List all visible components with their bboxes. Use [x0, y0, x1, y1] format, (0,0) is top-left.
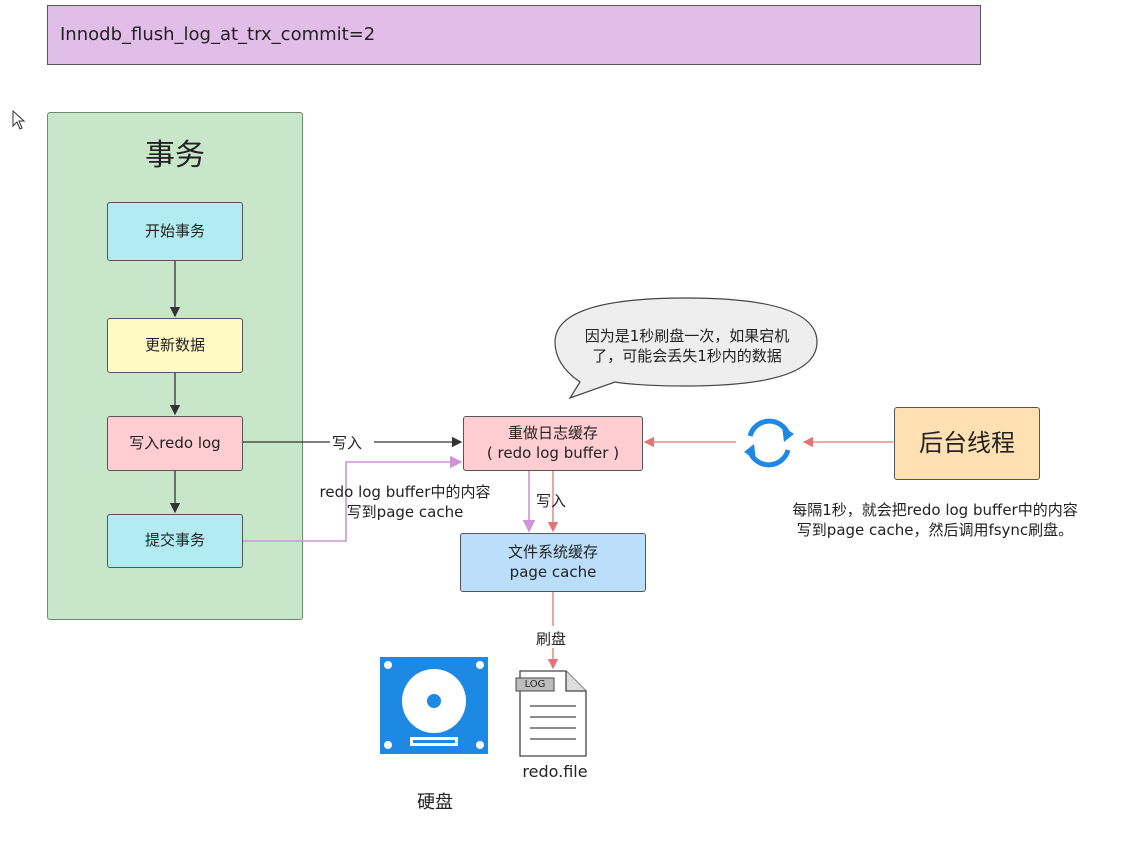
hard-disk-icon	[380, 657, 488, 754]
redo-buffer-line2: ( redo log buffer )	[486, 443, 620, 462]
redo-file-label: redo.file	[522, 762, 588, 781]
redo-buffer-line1: 重做日志缓存	[507, 424, 598, 442]
log-tag: LOG	[524, 679, 546, 690]
transaction-title: 事务	[145, 138, 205, 173]
arrow-commit-to-buffer	[243, 455, 463, 542]
update-data-box: 更新数据	[107, 318, 243, 373]
page-cache-line2: page cache	[509, 562, 597, 581]
thread-note: 每隔1秒，就会把redo log buffer中的内容 写到page cache…	[760, 500, 1110, 541]
bubble-text: 因为是1秒刷盘一次，如果宕机 了，可能会丢失1秒内的数据	[556, 326, 818, 367]
write-label-horizontal: 写入	[332, 434, 363, 452]
speech-bubble	[554, 297, 818, 400]
disk-label: 硬盘	[417, 792, 453, 813]
commit-note: redo log buffer中的内容 写到page cache	[300, 482, 510, 523]
start-transaction-box: 开始事务	[107, 202, 243, 261]
commit-transaction-box: 提交事务	[107, 514, 243, 568]
write-label-vertical: 写入	[536, 492, 567, 510]
write-redo-log-box: 写入redo log	[107, 416, 243, 471]
log-file-icon	[515, 670, 587, 757]
thread-note-line1: 每隔1秒，就会把redo log buffer中的内容	[792, 501, 1078, 519]
header-title: Innodb_flush_log_at_trx_commit=2	[47, 5, 981, 65]
page-cache-box: 文件系统缓存 page cache	[460, 533, 646, 592]
sync-cycle-icon	[744, 418, 794, 468]
redo-log-buffer-box: 重做日志缓存 ( redo log buffer )	[463, 416, 643, 471]
mouse-cursor-icon	[12, 110, 26, 130]
thread-note-line2: 写到page cache，然后调用fsync刷盘。	[796, 521, 1074, 540]
commit-note-line2: 写到page cache	[346, 503, 464, 522]
page-cache-line1: 文件系统缓存	[507, 543, 598, 561]
flush-label: 刷盘	[536, 630, 567, 648]
background-thread-box: 后台线程	[894, 407, 1040, 480]
commit-note-line1: redo log buffer中的内容	[319, 483, 491, 501]
bubble-line2: 了，可能会丢失1秒内的数据	[592, 347, 782, 366]
bubble-line1: 因为是1秒刷盘一次，如果宕机	[584, 327, 790, 345]
